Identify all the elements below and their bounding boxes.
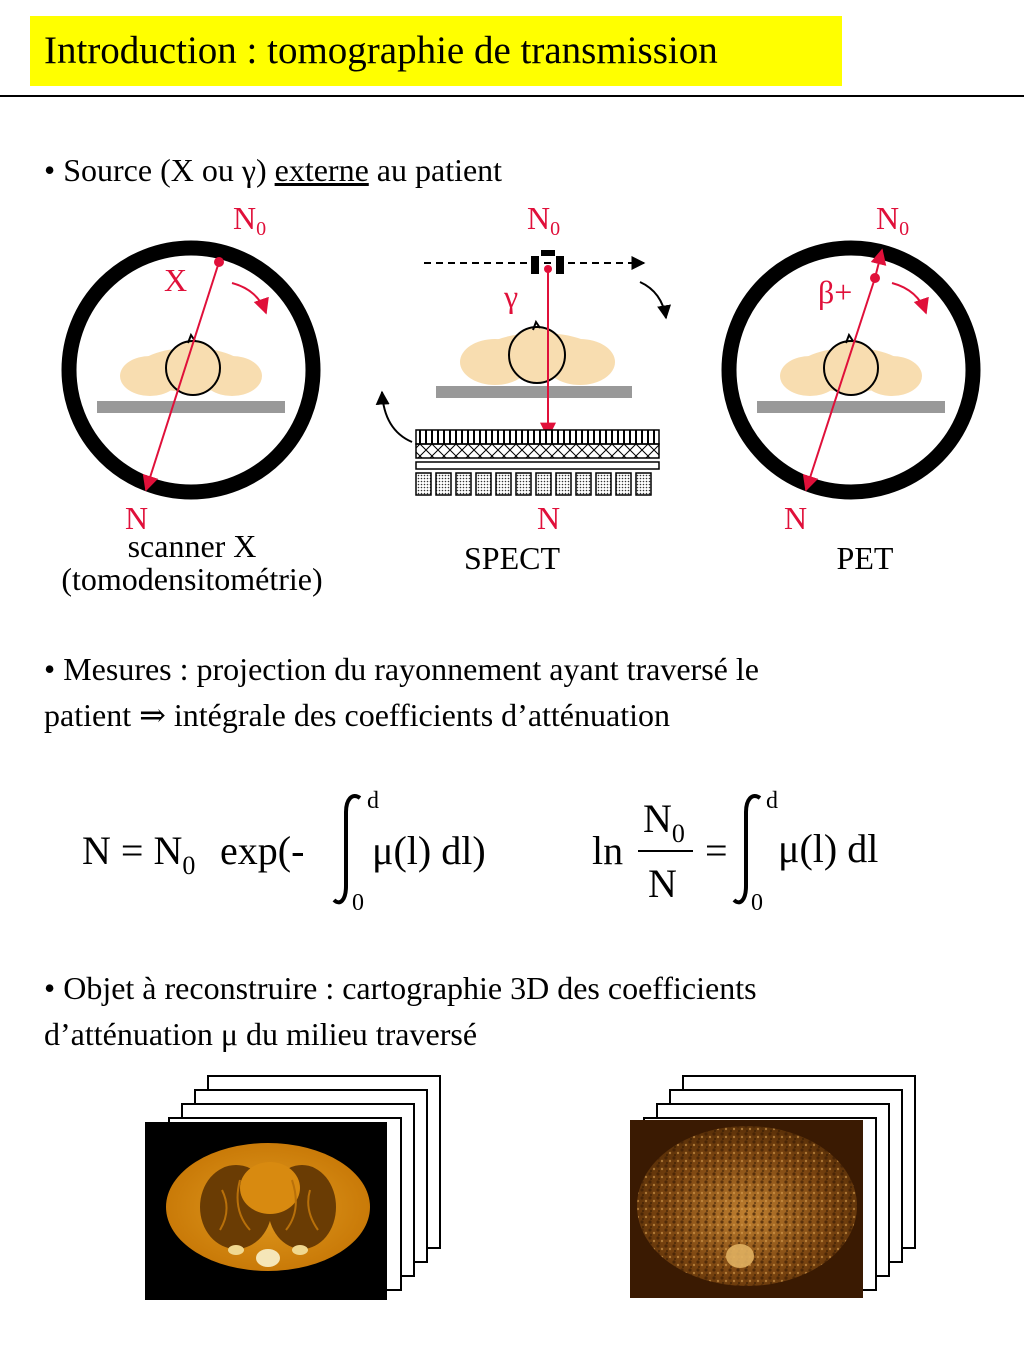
equation2-integrand: μ(l) dl: [778, 826, 879, 871]
pet-diagram: [721, 240, 981, 500]
equation1-upper: d: [367, 788, 379, 814]
bullet-source-prefix: • Source (X ou: [44, 152, 242, 188]
pet-table: [757, 401, 945, 413]
spect-rotation-arrow-left: [375, 390, 413, 443]
gamma-symbol: γ: [241, 152, 256, 188]
spect-detector: [415, 429, 660, 496]
integral-sign-2: [732, 793, 762, 905]
scanner-diagram: [61, 240, 321, 500]
scanner-n-label: N: [125, 500, 149, 536]
scanner-ring: [61, 240, 321, 500]
pet-caption: PET: [836, 540, 894, 576]
pet-patient-head: [823, 340, 879, 396]
spect-n0-label: N0: [527, 200, 561, 240]
spect-source-dot: [544, 265, 552, 273]
equation2-ln: ln: [592, 828, 624, 873]
equation1-lhs: N = N0: [82, 828, 196, 880]
scanner-beam-arrow: [142, 261, 220, 492]
equation2-numerator: N0: [643, 796, 685, 848]
integral-sign-1: [332, 793, 362, 905]
bullet-source-suffix: au patient: [368, 152, 503, 188]
modalities-diagram: [61, 240, 981, 500]
bullet-object-line1: • Objet à reconstruire : cartographie 3D…: [44, 970, 757, 1006]
reconstruction-examples: [145, 1075, 916, 1300]
externe-underlined: externe: [274, 152, 369, 188]
scanner-source-label: X: [164, 262, 188, 298]
pet-ring: [721, 240, 981, 500]
scanner-table: [97, 401, 285, 413]
page-title: Introduction : tomographie de transmissi…: [30, 16, 842, 86]
title-divider: [0, 95, 1024, 97]
bullet-object-line2: d’atténuation μ du milieu traversé: [44, 1016, 478, 1052]
scanner-rotation-arrow: [231, 282, 269, 315]
scanner-caption-line2: (tomodensitométrie): [61, 561, 323, 597]
equation2-equals: =: [705, 828, 728, 873]
pet-beam-down-arrow: [802, 277, 876, 492]
spect-source-label: γ: [504, 278, 519, 314]
pet-n0-label: N0: [876, 200, 910, 240]
equations: N = N0 exp(- d 0 μ(l) dl) ln N0 N = d 0 …: [0, 780, 1024, 930]
pet-slice-stack: [630, 1075, 916, 1298]
spect-table: [436, 386, 632, 398]
pet-n-label: N: [784, 500, 808, 536]
pet-rotation-arrow: [891, 282, 929, 315]
spect-rotation-arrow-right: [639, 281, 671, 320]
spect-patient-head: [508, 326, 566, 384]
bullet-measures-line2: patient ⇒ intégrale des coefficients d’a…: [44, 697, 670, 733]
scanner-source-dot: [214, 257, 224, 267]
bullet-source-mid: ): [255, 152, 275, 188]
spect-diagram: [375, 250, 671, 496]
scanner-caption-line1: scanner X: [127, 528, 257, 564]
pet-source-label: β+: [818, 274, 853, 310]
equation1-integrand: μ(l) dl): [372, 828, 486, 873]
bullet-source: • Source (X ou γ) externe au patient: [44, 148, 502, 193]
equation1-exp: exp(-: [220, 828, 305, 873]
equation2-denominator: N: [648, 861, 677, 906]
equation2-upper: d: [766, 788, 778, 814]
spect-n-label: N: [537, 500, 561, 536]
scanner-patient-head: [165, 340, 221, 396]
bullet-measures-line1: • Mesures : projection du rayonnement ay…: [44, 651, 759, 687]
spect-caption: SPECT: [463, 540, 561, 576]
equation1-lower: 0: [352, 890, 364, 916]
equation2-lower: 0: [751, 890, 763, 916]
pet-source-dot: [870, 273, 880, 283]
ct-slice-stack: [145, 1075, 441, 1300]
fraction-bar: [638, 850, 693, 852]
scanner-n0-label: N0: [233, 200, 267, 240]
